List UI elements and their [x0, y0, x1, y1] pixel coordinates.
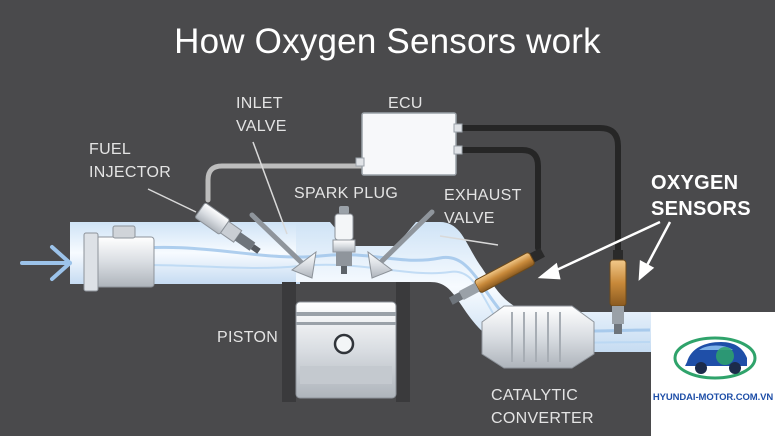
label-catalytic-converter: CATALYTIC CONVERTER [491, 387, 594, 427]
inlet-valve [249, 212, 317, 279]
label-oxygen-sensors: OXYGEN SENSORS [651, 172, 751, 220]
oxygen-sensor-arrows [537, 220, 672, 281]
ecu-box [355, 112, 463, 176]
watermark-text: HYUNDAI-MOTOR.COM.VN [652, 392, 774, 403]
leader-lines [147, 141, 499, 246]
spark-plug [332, 206, 356, 274]
exhaust-valve [367, 209, 435, 279]
wire-ecu-to-sensor-1 [452, 147, 541, 251]
label-piston: PISTON [217, 329, 279, 346]
label-exhaust-valve: EXHAUST VALVE [444, 187, 522, 227]
label-ecu: ECU [388, 95, 423, 112]
wire-ecu-to-sensor-2 [452, 125, 621, 255]
fuel-injector [195, 202, 261, 254]
leader-exhaust-valve [439, 235, 499, 246]
watermark-logo: HYUNDAI-MOTOR.COM.VN [651, 312, 775, 436]
leader-inlet-valve [252, 141, 288, 235]
wire-ecu-to-injector [205, 163, 365, 203]
oxygen-sensor-downstream [609, 250, 627, 334]
throttle-body [83, 225, 155, 292]
label-fuel-injector: FUEL INJECTOR [89, 141, 172, 181]
car-logo-icon [673, 336, 757, 380]
label-inlet-valve: INLET VALVE [236, 95, 287, 135]
cylinder [282, 282, 410, 402]
ecu-wires [205, 125, 621, 255]
intake-arrow-icon [20, 245, 72, 281]
leader-fuel-injector [147, 188, 197, 213]
label-spark-plug: SPARK PLUG [294, 185, 399, 202]
piston-pin-icon [333, 333, 355, 355]
oxygen-sensor-upstream [448, 247, 545, 305]
catalytic-converter [481, 305, 595, 369]
page-title: How Oxygen Sensors work [174, 22, 601, 61]
